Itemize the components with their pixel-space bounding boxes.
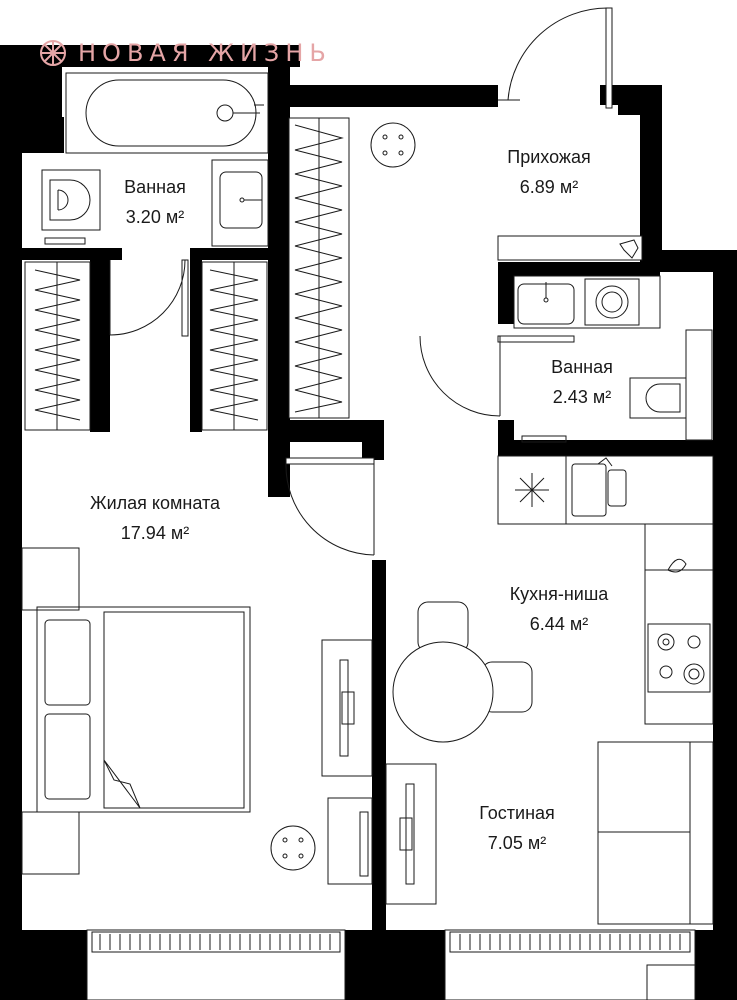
shoe-rack [497, 235, 643, 261]
room-label-bath1: Ванная 3.20 м² [124, 172, 186, 232]
hall-fixtures [370, 122, 643, 261]
room-name: Ванная [551, 357, 613, 377]
living-door [285, 457, 375, 556]
room-name: Жилая комната [89, 493, 221, 513]
brand-name: НОВАЯ ЖИЗНЬ [78, 39, 332, 67]
wall-bath2-bottom [498, 440, 737, 456]
wall-bath1-bottom [22, 248, 122, 260]
wall-corridor [268, 420, 383, 442]
wall-bath1-right [268, 67, 290, 497]
tv-unit [385, 763, 437, 905]
living-fixtures [21, 547, 373, 885]
wall-middle [372, 560, 386, 1000]
room-name: Гостиная [479, 803, 555, 823]
doors [109, 7, 613, 556]
bath1-toilet [41, 169, 101, 231]
wall-left [0, 45, 22, 1000]
room-label-living: Жилая комната 17.94 м² [90, 488, 220, 548]
bath2-fixtures [513, 275, 713, 443]
bath2-door [419, 335, 575, 417]
washing-machine [584, 278, 640, 326]
lounge-fixtures [385, 741, 714, 925]
room-label-bath2: Ванная 2.43 м² [551, 352, 613, 412]
wall-right-lower [713, 450, 737, 1000]
entrance-door [498, 7, 613, 109]
room-area: 2.43 м² [552, 387, 612, 407]
room-label-lounge: Гостиная 7.05 м² [479, 798, 555, 858]
room-area: 17.94 м² [120, 523, 190, 543]
closet-hangers [34, 118, 344, 430]
room-area: 3.20 м² [125, 207, 185, 227]
pillow-top [44, 619, 91, 706]
hall-stool [370, 122, 416, 168]
living-stool [270, 825, 316, 871]
bed [36, 606, 251, 813]
windows [86, 929, 696, 1000]
bath1-fixtures [41, 72, 269, 247]
kitchen-sink [571, 463, 607, 517]
bath2-counter [513, 275, 661, 329]
walls [0, 45, 737, 1000]
room-name: Ванная [124, 177, 186, 197]
dining-table [392, 641, 494, 743]
kitchen-faucet [667, 558, 687, 573]
nightstand-bottom [21, 811, 80, 875]
kitchen-fixtures [392, 455, 714, 743]
tv-stand [321, 639, 373, 777]
pillow-bottom [44, 713, 91, 800]
starburst-logo-icon [40, 40, 66, 66]
bath1-door [109, 259, 189, 337]
stove [647, 623, 711, 693]
room-area: 6.89 м² [519, 177, 579, 197]
room-label-kitchen: Кухня-ниша 6.44 м² [510, 579, 609, 639]
nightstand-top [21, 547, 80, 611]
bath2-toilet [629, 377, 687, 419]
room-name: Кухня-ниша [509, 584, 609, 604]
room-name: Прихожая [507, 147, 591, 167]
desk [327, 797, 373, 885]
wall-top-left [0, 45, 300, 67]
wall-corner-block [22, 67, 62, 117]
wall-bath2-top [498, 262, 660, 276]
sofa [597, 741, 714, 925]
room-area: 6.44 м² [529, 614, 589, 634]
room-area: 7.05 м² [487, 833, 547, 853]
room-label-hall: Прихожая 6.89 м² [507, 142, 590, 202]
brand-logo: НОВАЯ ЖИЗНЬ [38, 38, 332, 68]
